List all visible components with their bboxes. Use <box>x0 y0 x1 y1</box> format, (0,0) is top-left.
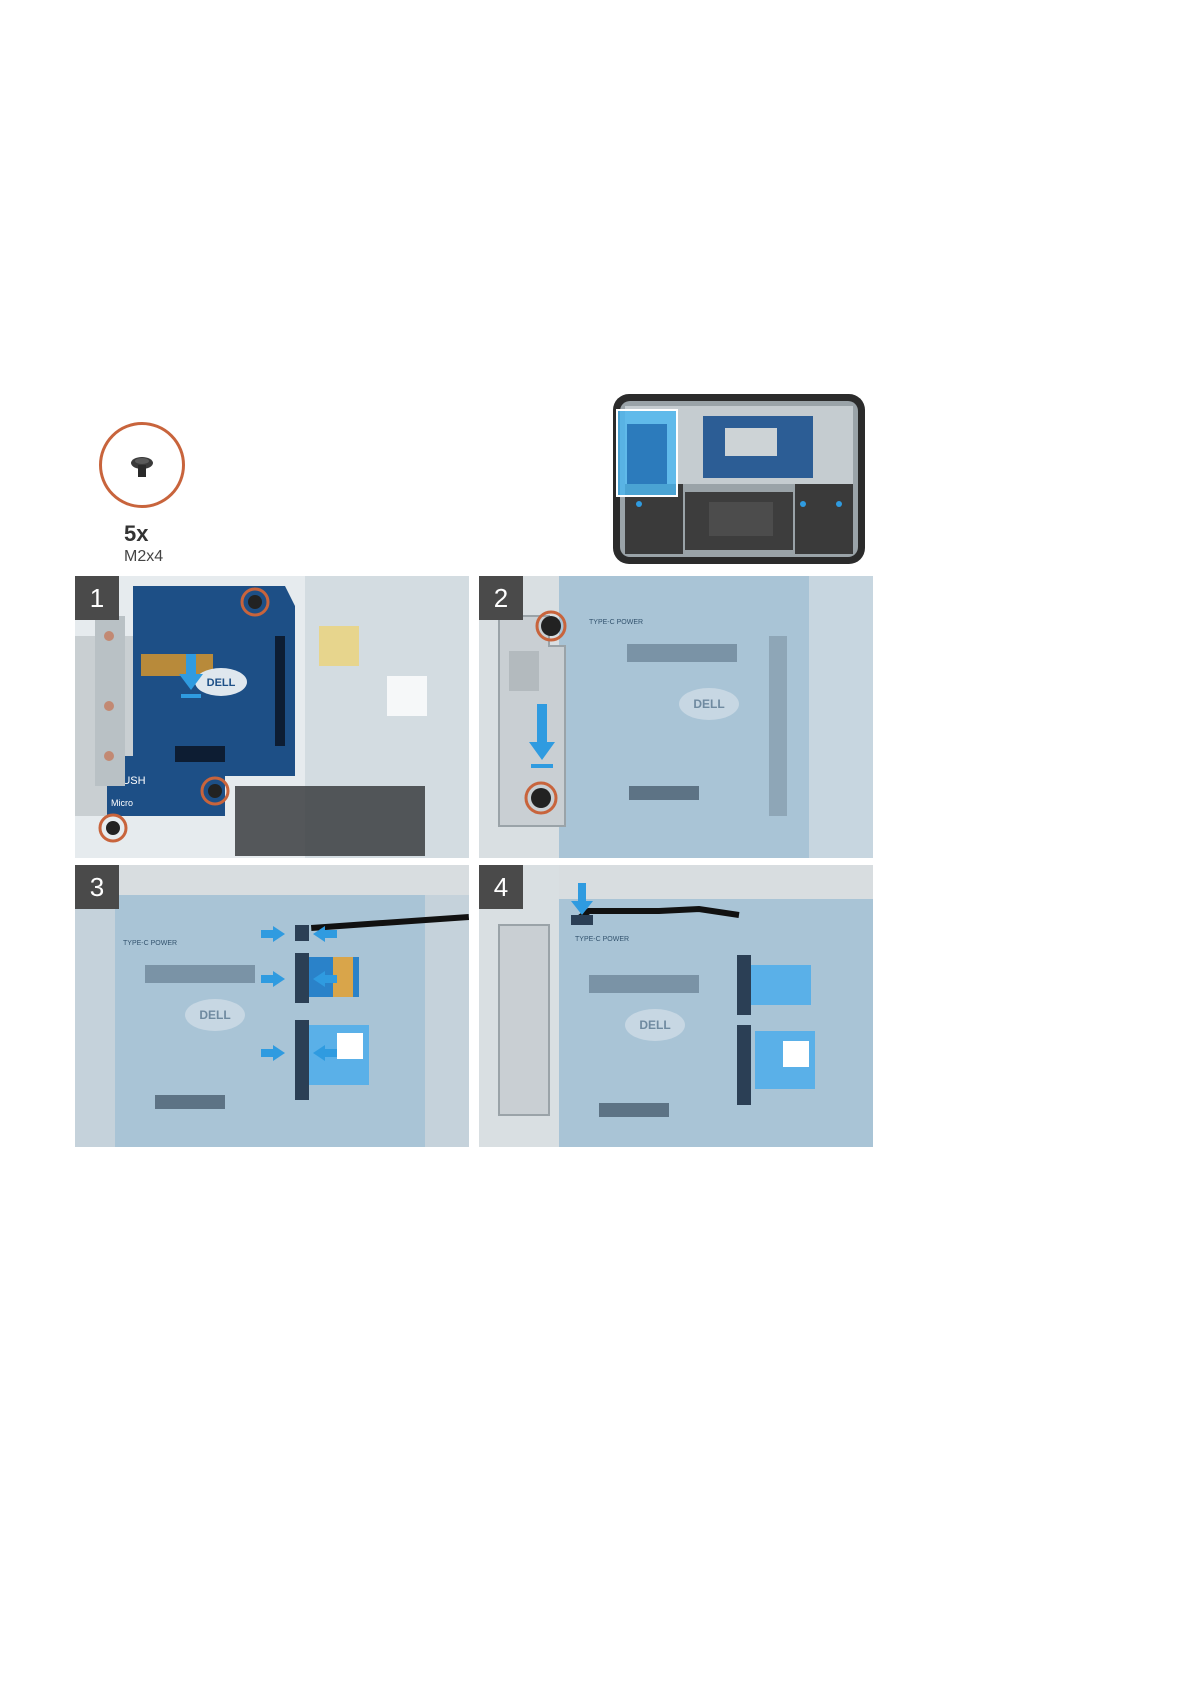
dell-logo: DELL <box>199 1008 230 1022</box>
screw-type: M2x4 <box>124 548 163 566</box>
dell-logo: DELL <box>693 697 724 711</box>
micro-label: Micro <box>111 798 133 808</box>
screw-icon <box>102 425 182 505</box>
step-2-panel: 2 TYPE-C POWER DELL <box>479 576 873 858</box>
dell-logo: DELL <box>207 677 236 689</box>
step-number: 2 <box>479 576 523 620</box>
type-c-power-label: TYPE-C POWER <box>123 940 177 947</box>
step-3-panel: 3 TYPE-C POWER DELL <box>75 865 469 1147</box>
screw-callout-circle <box>99 422 185 508</box>
step-1-panel: 1 DELL PUSH Micro <box>75 576 469 858</box>
dell-logo: DELL <box>639 1018 670 1032</box>
step-4-panel: 4 TYPE-C POWER DELL <box>479 865 873 1147</box>
screw-count: 5x <box>124 521 148 547</box>
type-c-power-label: TYPE-C POWER <box>589 619 643 626</box>
step-number: 3 <box>75 865 119 909</box>
laptop-overview-image <box>613 394 865 564</box>
step-number: 1 <box>75 576 119 620</box>
step-number: 4 <box>479 865 523 909</box>
type-c-power-label: TYPE-C POWER <box>575 936 629 943</box>
